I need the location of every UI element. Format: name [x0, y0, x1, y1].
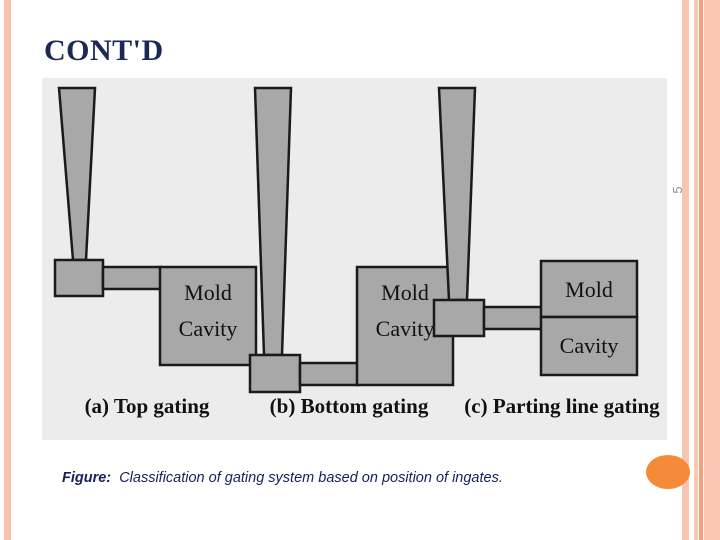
cavity-label-mold-c: Mold [565, 277, 613, 302]
right-edge-stripe-1 [682, 0, 689, 540]
page-title: CONT'D [44, 34, 164, 67]
diagram-bottom-gating: Mold Cavity (b) Bottom gating [248, 86, 455, 418]
sprue-well-c [432, 298, 486, 338]
sprue-b [253, 86, 293, 357]
diagram-caption-b: (b) Bottom gating [270, 394, 429, 418]
figure-image: Mold Cavity (a) Top gating Mold Cavity (… [42, 78, 667, 440]
gating-system-diagram: Mold Cavity (a) Top gating Mold Cavity (… [53, 86, 660, 418]
cavity-label-cavity-c: Cavity [560, 333, 619, 358]
sprue-well-a [53, 258, 105, 298]
page-number: 5 [670, 186, 685, 194]
left-edge-stripe [4, 0, 11, 540]
cavity-label-cavity-b: Cavity [376, 316, 435, 341]
orange-dot-decoration [646, 455, 690, 489]
mold-half-lower-c [539, 315, 639, 377]
cavity-label-mold-b: Mold [381, 280, 429, 305]
right-edge-stripe-2 [694, 0, 698, 540]
diagram-caption-c: (c) Parting line gating [464, 394, 660, 418]
figure-caption-label: Figure: [62, 470, 112, 486]
mold-cavity-a [158, 265, 258, 367]
mold-half-upper-c [539, 259, 639, 319]
figure-caption-text: Classification of gating system based on… [119, 470, 503, 486]
sprue-a [57, 86, 97, 262]
cavity-label-cavity-a: Cavity [179, 316, 238, 341]
diagram-caption-a: (a) Top gating [85, 394, 210, 418]
diagram-top-gating: Mold Cavity (a) Top gating [53, 86, 258, 418]
cavity-label-mold-a: Mold [184, 280, 232, 305]
runner-c [482, 305, 544, 331]
right-edge-stripe-4 [704, 0, 720, 540]
diagram-parting-line-gating: Mold Cavity (c) Parting line gating [432, 86, 660, 418]
sprue-well-b [248, 353, 302, 394]
runner-a [101, 265, 163, 291]
runner-b [298, 361, 360, 387]
figure-caption: Figure: Classification of gating system … [62, 470, 503, 486]
right-edge-stripe-3 [699, 0, 703, 540]
